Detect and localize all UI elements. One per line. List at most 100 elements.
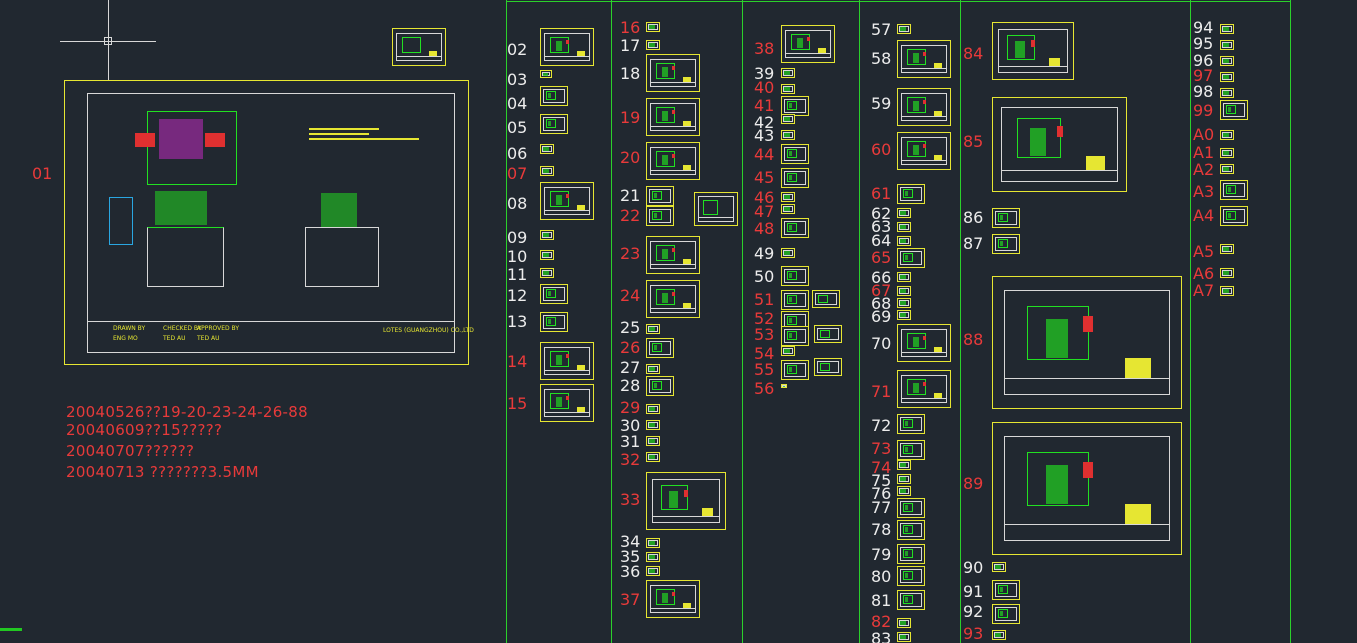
drawing-thumbnail[interactable] — [646, 54, 700, 92]
drawing-thumbnail[interactable] — [540, 384, 594, 422]
drawing-thumbnail[interactable] — [897, 248, 925, 268]
drawing-thumbnail[interactable] — [646, 472, 726, 530]
drawing-thumbnail[interactable] — [540, 70, 552, 78]
drawing-thumbnail[interactable] — [897, 590, 925, 610]
drawing-thumbnail[interactable] — [781, 360, 809, 380]
drawing-thumbnail[interactable] — [897, 440, 925, 460]
drawing-thumbnail[interactable] — [540, 312, 568, 332]
drawing-thumbnail[interactable] — [540, 250, 554, 260]
drawing-thumbnail[interactable] — [814, 325, 842, 343]
drawing-thumbnail[interactable] — [540, 166, 554, 176]
drawing-thumbnail[interactable] — [1220, 164, 1234, 174]
drawing-thumbnail[interactable] — [540, 182, 594, 220]
drawing-thumbnail[interactable] — [897, 474, 911, 484]
drawing-thumbnail[interactable] — [646, 324, 660, 334]
drawing-thumbnail[interactable] — [992, 562, 1006, 572]
drawing-thumbnail[interactable] — [992, 422, 1182, 555]
drawing-thumbnail[interactable] — [646, 280, 700, 318]
drawing-thumbnail[interactable] — [781, 266, 809, 286]
drawing-thumbnail[interactable] — [781, 290, 809, 310]
drawing-thumbnail[interactable] — [646, 142, 700, 180]
drawing-thumbnail[interactable] — [540, 284, 568, 304]
drawing-thumbnail[interactable] — [646, 236, 700, 274]
drawing-thumbnail[interactable] — [992, 580, 1020, 600]
drawing-thumbnail[interactable] — [992, 630, 1006, 640]
drawing-thumbnail[interactable] — [781, 192, 795, 202]
drawing-thumbnail[interactable] — [646, 404, 660, 414]
drawing-thumbnail[interactable] — [781, 384, 787, 388]
drawing-thumbnail[interactable] — [897, 222, 911, 232]
drawing-thumbnail[interactable] — [897, 310, 911, 320]
drawing-thumbnail[interactable] — [897, 324, 951, 362]
drawing-thumbnail[interactable] — [1220, 286, 1234, 296]
drawing-thumbnail[interactable] — [1220, 56, 1234, 66]
drawing-thumbnail[interactable] — [1220, 24, 1234, 34]
drawing-thumbnail[interactable] — [694, 192, 738, 226]
drawing-thumbnail[interactable] — [992, 22, 1074, 80]
drawing-thumbnail[interactable] — [781, 346, 795, 356]
drawing-thumbnail[interactable] — [540, 28, 594, 66]
main-drawing-sheet[interactable]: DRAWN BY ENG MO CHECKED BY TED AU APPROV… — [64, 80, 474, 365]
drawing-thumbnail[interactable] — [646, 420, 660, 430]
drawing-thumbnail[interactable] — [781, 130, 795, 140]
drawing-thumbnail[interactable] — [1220, 100, 1248, 120]
drawing-thumbnail[interactable] — [1220, 88, 1234, 98]
drawing-thumbnail[interactable] — [781, 218, 809, 238]
drawing-thumbnail[interactable] — [897, 40, 951, 78]
drawing-thumbnail[interactable] — [540, 144, 554, 154]
drawing-thumbnail[interactable] — [992, 97, 1127, 192]
drawing-thumbnail[interactable] — [781, 144, 809, 164]
drawing-thumbnail[interactable] — [540, 268, 554, 278]
drawing-thumbnail[interactable] — [897, 632, 911, 642]
drawing-thumbnail[interactable] — [812, 290, 840, 308]
drawing-thumbnail[interactable] — [646, 452, 660, 462]
drawing-thumbnail[interactable] — [392, 28, 446, 66]
drawing-thumbnail[interactable] — [897, 544, 925, 564]
drawing-thumbnail[interactable] — [897, 498, 925, 518]
drawing-thumbnail[interactable] — [1220, 40, 1234, 50]
drawing-thumbnail[interactable] — [897, 460, 911, 470]
drawing-thumbnail[interactable] — [992, 276, 1182, 409]
drawing-thumbnail[interactable] — [781, 248, 795, 258]
drawing-thumbnail[interactable] — [897, 618, 911, 628]
drawing-thumbnail[interactable] — [897, 298, 911, 308]
drawing-thumbnail[interactable] — [897, 272, 911, 282]
drawing-thumbnail[interactable] — [897, 184, 925, 204]
drawing-thumbnail[interactable] — [646, 552, 660, 562]
drawing-thumbnail[interactable] — [646, 98, 700, 136]
drawing-thumbnail[interactable] — [897, 414, 925, 434]
drawing-thumbnail[interactable] — [781, 168, 809, 188]
drawing-thumbnail[interactable] — [897, 88, 951, 126]
drawing-thumbnail[interactable] — [646, 338, 674, 358]
drawing-thumbnail[interactable] — [897, 520, 925, 540]
drawing-thumbnail[interactable] — [646, 376, 674, 396]
drawing-thumbnail[interactable] — [781, 326, 809, 346]
drawing-thumbnail[interactable] — [897, 236, 911, 246]
drawing-thumbnail[interactable] — [540, 342, 594, 380]
drawing-thumbnail[interactable] — [897, 286, 911, 296]
drawing-thumbnail[interactable] — [646, 538, 660, 548]
drawing-thumbnail[interactable] — [897, 370, 951, 408]
drawing-thumbnail[interactable] — [781, 96, 809, 116]
drawing-thumbnail[interactable] — [646, 40, 660, 50]
drawing-thumbnail[interactable] — [992, 234, 1020, 254]
drawing-thumbnail[interactable] — [897, 132, 951, 170]
drawing-thumbnail[interactable] — [540, 86, 568, 106]
drawing-thumbnail[interactable] — [1220, 72, 1234, 82]
drawing-thumbnail[interactable] — [781, 68, 795, 78]
drawing-thumbnail[interactable] — [897, 208, 911, 218]
drawing-thumbnail[interactable] — [1220, 206, 1248, 226]
drawing-thumbnail[interactable] — [1220, 180, 1248, 200]
drawing-thumbnail[interactable] — [646, 22, 660, 32]
drawing-thumbnail[interactable] — [540, 114, 568, 134]
drawing-thumbnail[interactable] — [781, 204, 795, 214]
drawing-thumbnail[interactable] — [646, 580, 700, 618]
drawing-thumbnail[interactable] — [1220, 244, 1234, 254]
drawing-thumbnail[interactable] — [646, 566, 660, 576]
drawing-thumbnail[interactable] — [646, 364, 660, 374]
drawing-thumbnail[interactable] — [1220, 130, 1234, 140]
drawing-thumbnail[interactable] — [897, 486, 911, 496]
drawing-thumbnail[interactable] — [646, 206, 674, 226]
drawing-thumbnail[interactable] — [1220, 148, 1234, 158]
